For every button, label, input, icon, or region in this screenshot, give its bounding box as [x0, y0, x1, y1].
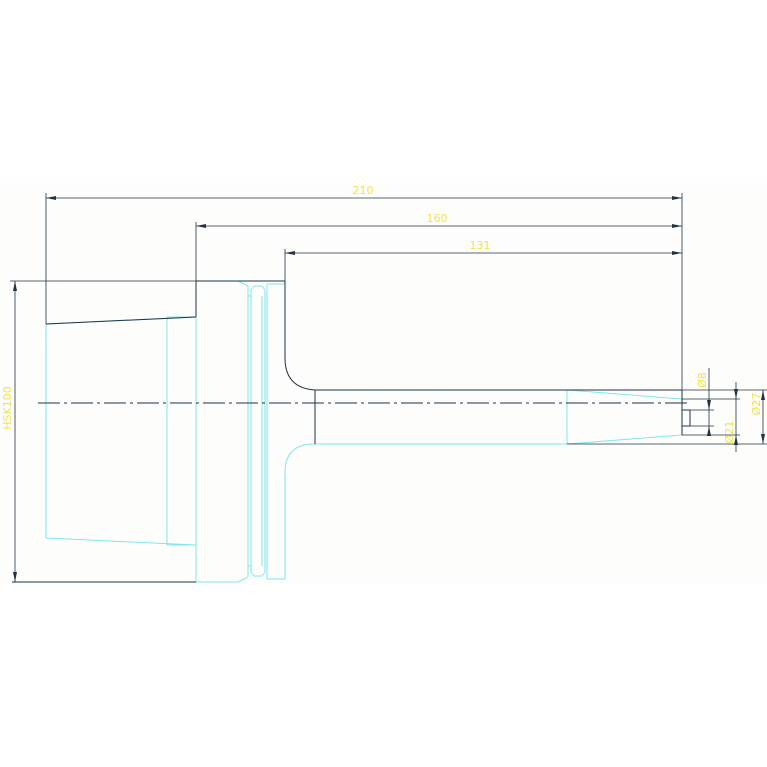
- outline-top-fillet: [284, 357, 316, 391]
- arrow-160-left: [196, 224, 206, 228]
- dim-text-d27: Ø27: [750, 393, 763, 416]
- part-outline: [12, 280, 691, 583]
- dimension-labels: 210 160 131 HSK100 Ø8 Ø21 Ø27: [1, 184, 763, 443]
- dim-text-131: 131: [470, 239, 491, 252]
- arrow-210-left: [46, 196, 56, 200]
- dim-text-d21: Ø21: [723, 421, 736, 444]
- dimension-arrows: [13, 196, 765, 582]
- arrow-160-right: [672, 224, 682, 228]
- collar-bottom-fillet: [284, 443, 312, 473]
- arrow-d21-top: [734, 389, 738, 399]
- arrow-d8-top: [707, 400, 711, 410]
- arrow-d8-bottom: [707, 426, 711, 436]
- tip-top-taper: [566, 389, 683, 400]
- drawing-sheet: [0, 183, 767, 583]
- arrow-d27-top: [761, 390, 765, 400]
- dim-text-hsk: HSK100: [1, 386, 14, 429]
- arrow-hsk-top: [13, 281, 17, 291]
- tip-bottom-taper: [566, 434, 683, 445]
- arrow-131-left: [285, 251, 295, 255]
- dim-text-d8: Ø8: [696, 372, 709, 388]
- arrow-d27-bottom: [761, 434, 765, 444]
- arrow-d21-bottom: [734, 435, 738, 445]
- dimension-lines: [10, 193, 767, 582]
- arrow-210-right: [672, 196, 682, 200]
- arrow-hsk-bottom: [13, 572, 17, 582]
- taper-top-dark: [45, 316, 197, 325]
- dim-text-160: 160: [427, 212, 448, 225]
- dim-text-210: 210: [353, 184, 374, 197]
- taper-bottom-edge: [45, 537, 197, 546]
- arrow-131-right: [672, 251, 682, 255]
